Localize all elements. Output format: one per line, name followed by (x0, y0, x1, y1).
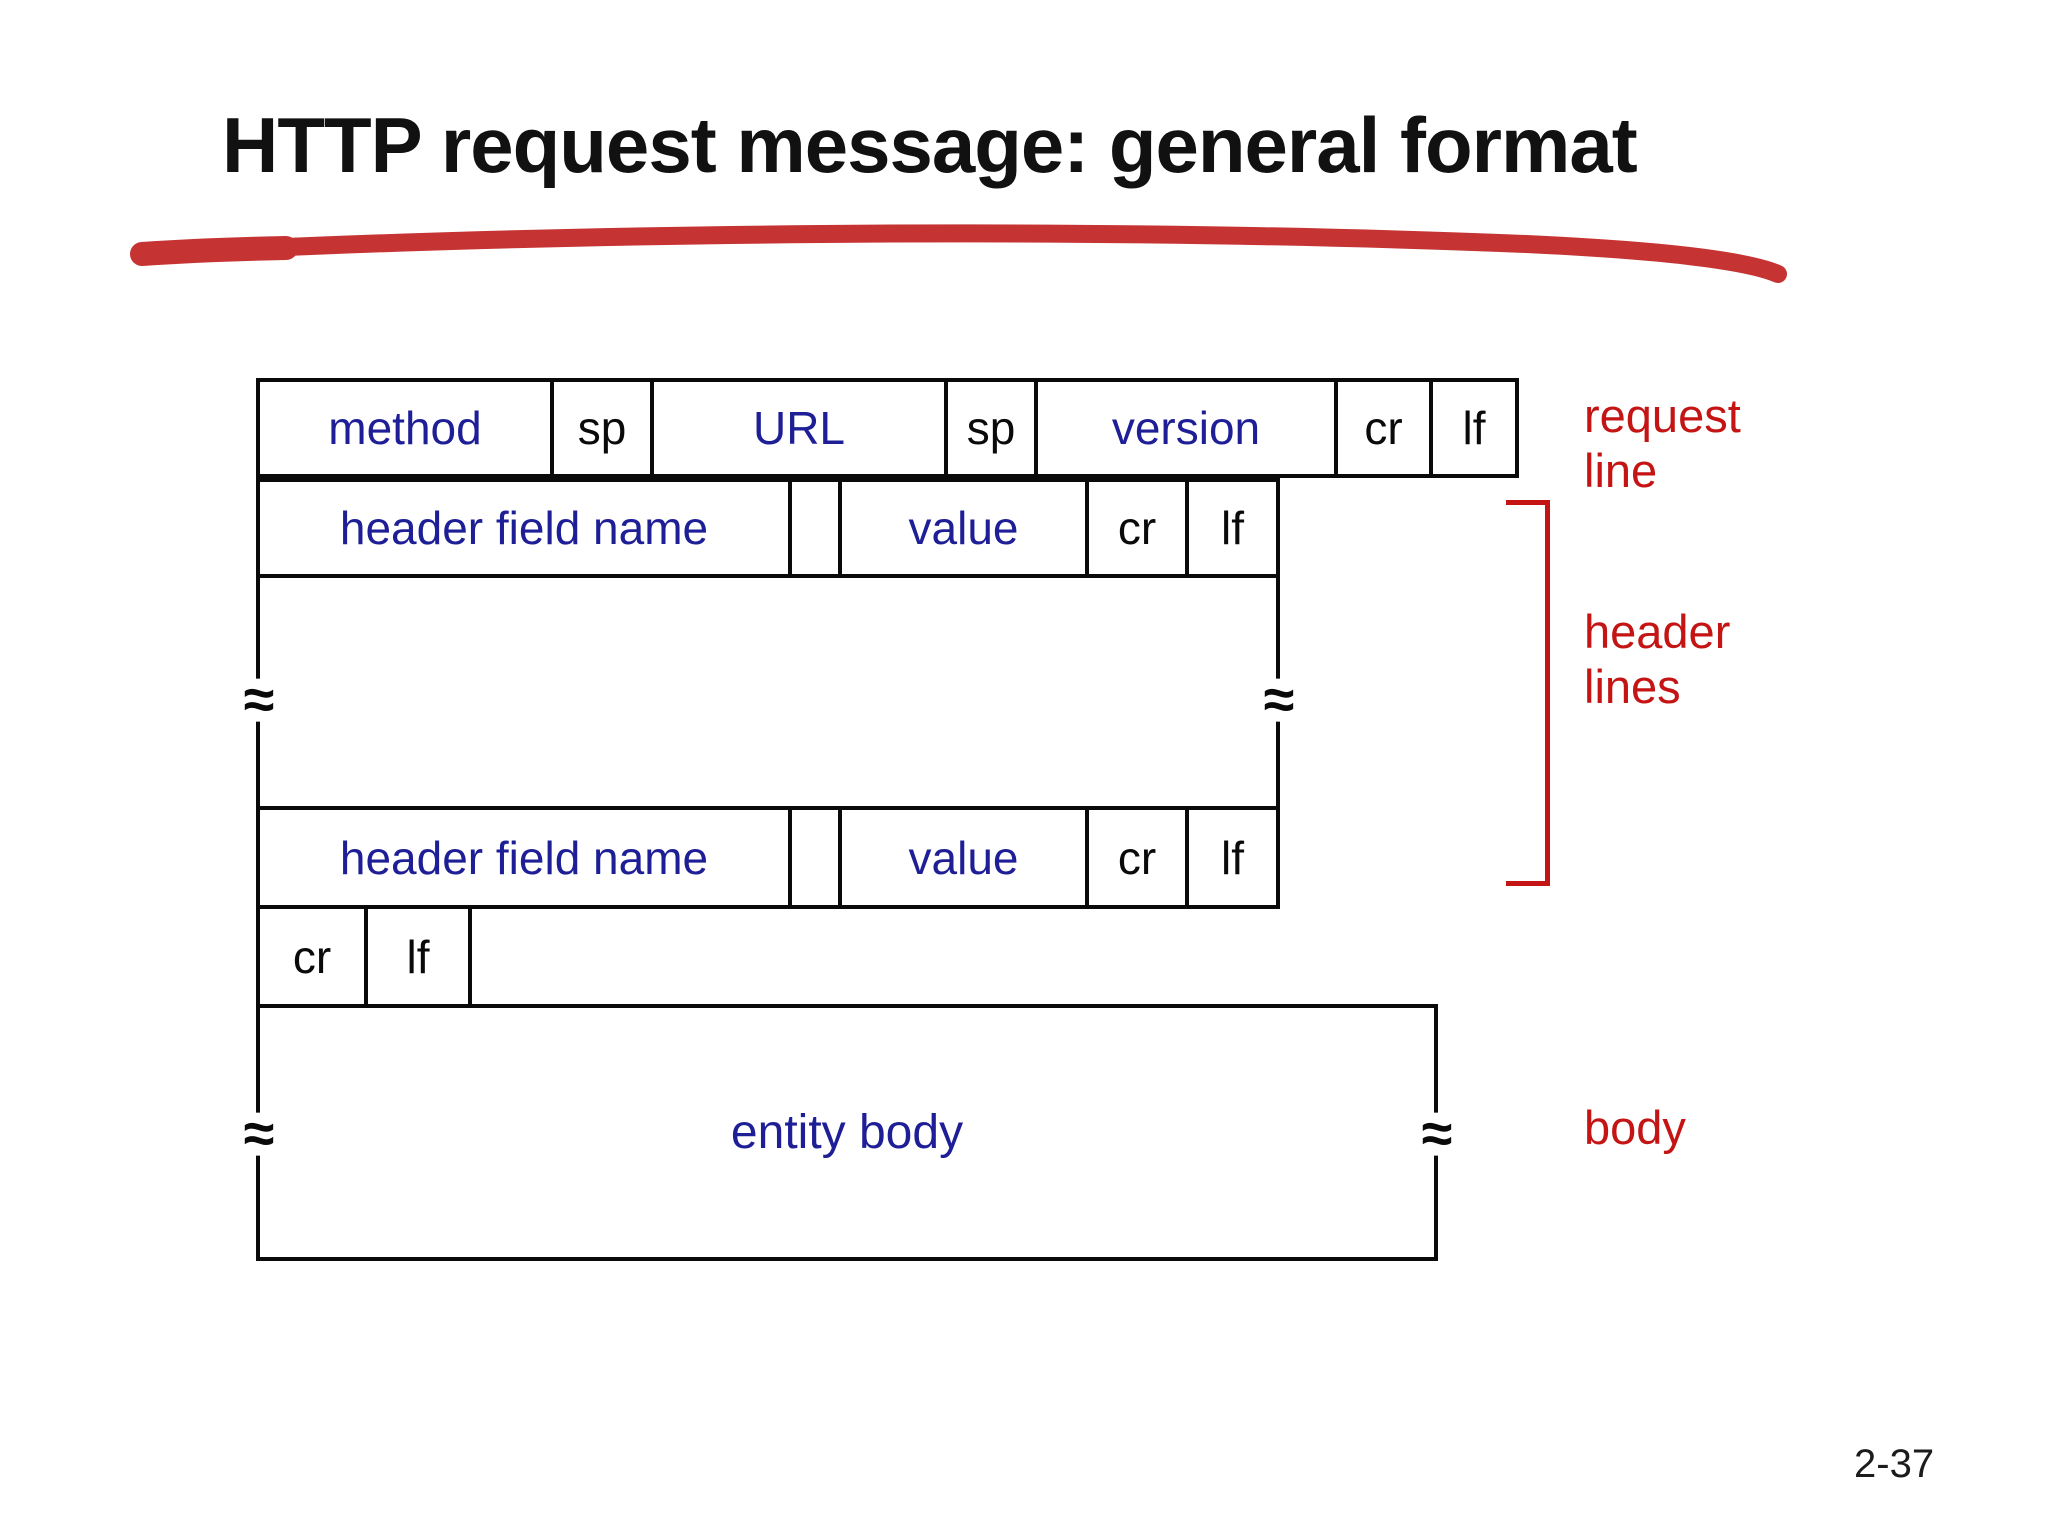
cell-separator (788, 810, 838, 905)
cell-lf-3: lf (1185, 810, 1276, 905)
header-line-row-1: header field name value cr lf (256, 478, 1280, 578)
cell-cr-3: cr (1085, 810, 1185, 905)
header-lines-label: header lines (1584, 605, 1731, 714)
header-lines-continuation-box (256, 574, 1280, 810)
continuation-mark: ≈ (1420, 1101, 1452, 1165)
cell-lf-2: lf (1185, 482, 1276, 574)
header-lines-bracket (1506, 500, 1550, 886)
continuation-mark: ≈ (1262, 667, 1294, 731)
cell-method: method (260, 382, 550, 474)
cell-cr-4: cr (260, 909, 364, 1004)
header-line-row-2: header field name value cr lf (256, 806, 1280, 909)
slide-title: HTTP request message: general format (222, 101, 1638, 189)
page-number: 2-37 (1854, 1442, 1935, 1486)
cell-lf-4: lf (364, 909, 468, 1004)
cell-cr-2: cr (1085, 482, 1185, 574)
entity-body-box: entity body (256, 1004, 1438, 1261)
cell-value: value (838, 482, 1085, 574)
cell-separator (788, 482, 838, 574)
cell-sp-1: sp (550, 382, 650, 474)
cell-url: URL (650, 382, 944, 474)
continuation-mark: ≈ (242, 667, 274, 731)
entity-body-label: entity body (730, 1106, 964, 1159)
continuation-mark: ≈ (242, 1101, 274, 1165)
blank-line-row: cr lf (256, 905, 472, 1008)
cell-header-field-name: header field name (260, 810, 788, 905)
title-underline (130, 224, 1787, 283)
body-label: body (1584, 1101, 1686, 1154)
cell-lf-1: lf (1429, 382, 1515, 474)
request-line-label: request line (1584, 389, 1741, 498)
cell-value: value (838, 810, 1085, 905)
cell-sp-2: sp (944, 382, 1034, 474)
cell-cr-1: cr (1334, 382, 1429, 474)
cell-version: version (1034, 382, 1334, 474)
request-line-row: method sp URL sp version cr lf (256, 378, 1519, 478)
cell-header-field-name: header field name (260, 482, 788, 574)
